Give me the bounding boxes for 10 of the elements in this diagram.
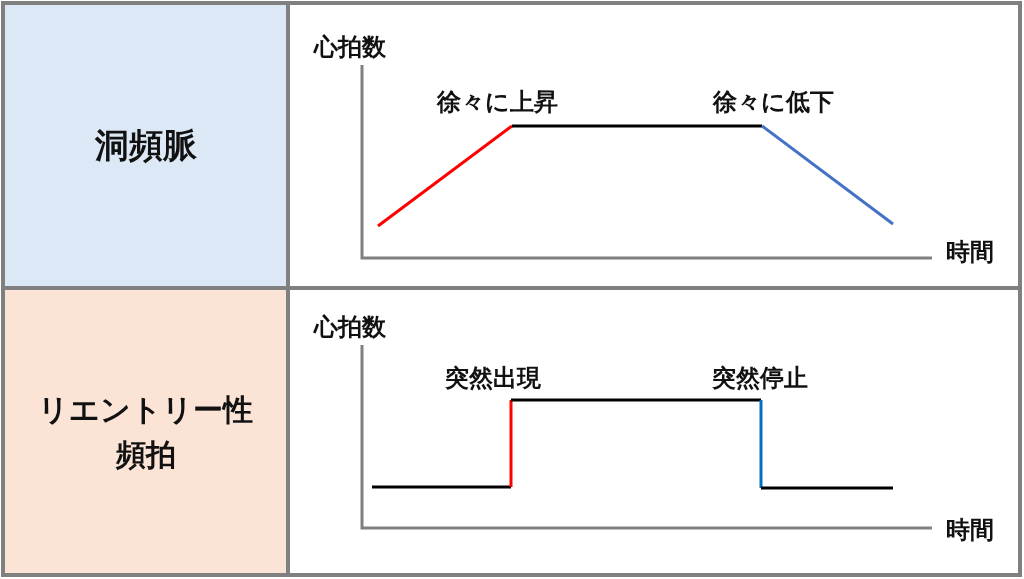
header-cell: リエントリー性頻拍 bbox=[5, 290, 286, 573]
segment-label: 突然出現 bbox=[445, 363, 541, 394]
segment-label: 徐々に上昇 bbox=[436, 87, 558, 118]
axis-label: 心拍数 bbox=[314, 312, 386, 343]
segment-label: 突然停止 bbox=[712, 363, 808, 394]
axis-label: 時間 bbox=[946, 237, 994, 268]
header-cell: 洞頻脈 bbox=[5, 5, 286, 286]
axis-label: 心拍数 bbox=[314, 32, 386, 63]
segment-label: 徐々に低下 bbox=[712, 87, 834, 118]
axis-label: 時間 bbox=[946, 515, 994, 546]
